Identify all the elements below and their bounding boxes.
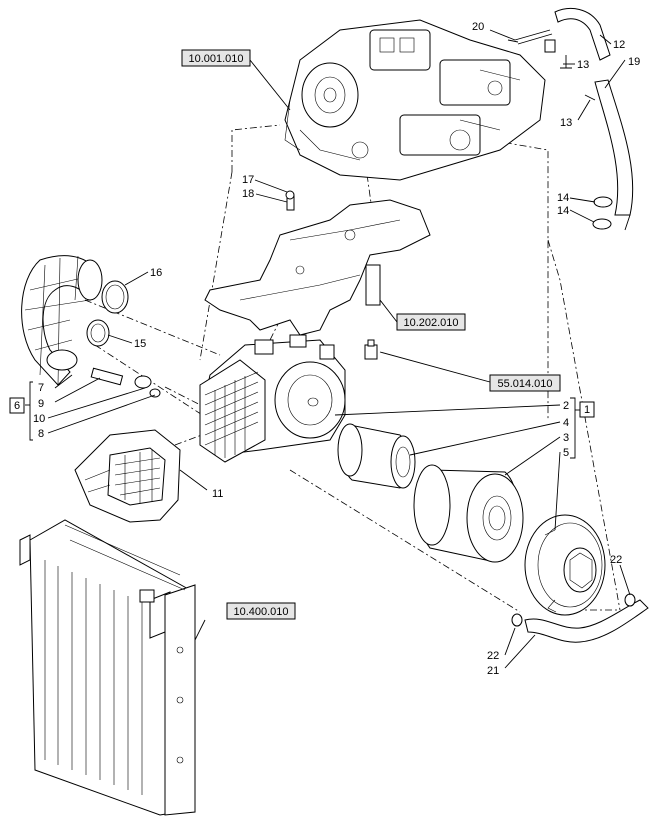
ref-box-sensor[interactable]: 55.014.010 xyxy=(489,374,561,392)
ref-box-engine[interactable]: 10.001.010 xyxy=(181,49,251,67)
callout-5[interactable]: 5 xyxy=(563,447,569,459)
safety-filter-element xyxy=(337,423,416,489)
callout-6: 6 xyxy=(14,400,20,412)
mounting-bracket xyxy=(204,190,431,336)
restriction-sensor xyxy=(364,339,378,360)
clamps-14 xyxy=(592,196,613,230)
callout-3[interactable]: 3 xyxy=(563,432,569,444)
ref-radiator-label: 10.400.010 xyxy=(233,606,288,618)
callout-21[interactable]: 21 xyxy=(487,665,499,677)
callout-7[interactable]: 7 xyxy=(38,382,44,394)
housing-grille xyxy=(204,371,259,458)
callout-1: 1 xyxy=(584,404,590,416)
radiator xyxy=(19,519,196,816)
ref-bracket-label: 10.202.010 xyxy=(403,317,458,329)
callout-13-top[interactable]: 13 xyxy=(577,59,589,71)
callout-10[interactable]: 10 xyxy=(33,413,45,425)
intake-hose xyxy=(21,255,103,386)
leader-lines xyxy=(25,29,631,669)
callout-box-1[interactable]: 1 xyxy=(579,401,595,418)
callout-box-6[interactable]: 6 xyxy=(9,397,25,414)
ref-sensor-label: 55.014.010 xyxy=(497,378,552,390)
air-cleaner-housing xyxy=(199,334,346,463)
callout-numbers: 20 12 13 19 13 14 14 17 18 16 15 2 4 3 5… xyxy=(33,21,640,677)
callout-12[interactable]: 12 xyxy=(613,39,625,51)
callout-8[interactable]: 8 xyxy=(38,428,44,440)
callout-15[interactable]: 15 xyxy=(134,338,146,350)
callout-18[interactable]: 18 xyxy=(242,188,254,200)
callout-13-right[interactable]: 13 xyxy=(560,117,572,129)
precleaner-box xyxy=(74,429,181,523)
small-parts xyxy=(90,367,161,398)
hose-and-pipe xyxy=(514,8,634,231)
primary-filter-element xyxy=(413,464,524,563)
engine-assembly xyxy=(284,19,546,181)
callout-17[interactable]: 17 xyxy=(242,174,254,186)
callout-16[interactable]: 16 xyxy=(150,267,162,279)
ref-box-radiator[interactable]: 10.400.010 xyxy=(226,602,296,620)
callout-14-b[interactable]: 14 xyxy=(557,205,569,217)
filter-cover xyxy=(524,514,606,616)
callout-19[interactable]: 19 xyxy=(628,56,640,68)
callout-22-right[interactable]: 22 xyxy=(610,554,622,566)
bolts xyxy=(507,39,572,69)
clamp-rings xyxy=(86,280,129,347)
callout-14-a[interactable]: 14 xyxy=(557,192,569,204)
drain-hose xyxy=(511,593,649,643)
ref-engine-label: 10.001.010 xyxy=(188,53,243,65)
callout-9[interactable]: 9 xyxy=(38,398,44,410)
ref-box-bracket[interactable]: 10.202.010 xyxy=(396,313,466,331)
callout-11[interactable]: 11 xyxy=(212,488,223,500)
callout-4[interactable]: 4 xyxy=(563,417,569,429)
callout-2[interactable]: 2 xyxy=(563,400,569,412)
callout-22-bottom[interactable]: 22 xyxy=(487,650,499,662)
callout-20[interactable]: 20 xyxy=(472,21,484,33)
